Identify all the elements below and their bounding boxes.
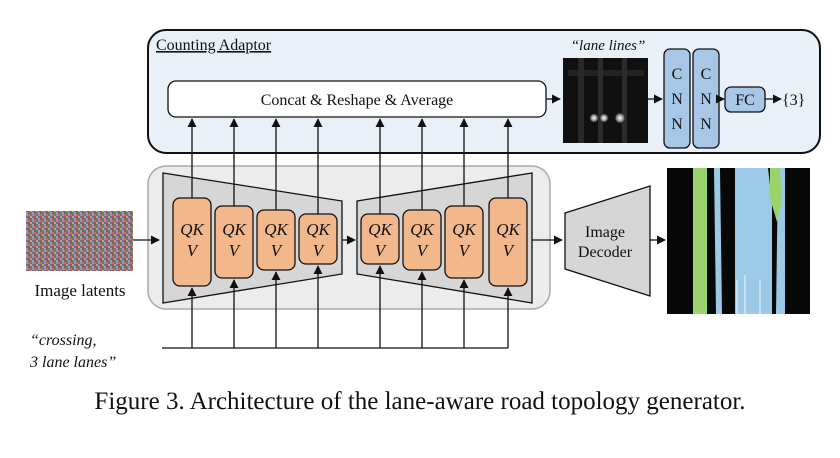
counting-adaptor-title: Counting Adaptor: [156, 37, 272, 54]
decoder-attention-block: QK V: [488, 197, 528, 287]
figure-caption: Figure 3. Architecture of the lane-aware…: [94, 388, 746, 415]
cnn-block-1-letter-3: N: [671, 116, 683, 133]
image-latents-label: Image latents: [34, 281, 125, 300]
encoder-block-4-v: V: [313, 241, 326, 260]
decoder-block-3-qk: QK: [452, 220, 477, 239]
encoder-block-4-qk: QK: [306, 220, 331, 239]
counting-adaptor: Counting Adaptor Concat & Reshape & Aver…: [147, 29, 821, 154]
encoder-block-3-qk: QK: [264, 220, 289, 239]
decoder-block-2-v: V: [417, 241, 430, 260]
encoder-attention-block: QK V: [256, 209, 296, 271]
encoder-block-1-qk: QK: [180, 220, 205, 239]
image-decoder-block: [564, 185, 651, 297]
decoder-block-1-v: V: [375, 241, 388, 260]
fc-label: FC: [735, 92, 755, 109]
decoder-block-2-qk: QK: [410, 220, 435, 239]
prompt-line-1: “crossing,: [30, 332, 97, 349]
image-decoder-label-line-1: Image: [585, 224, 625, 241]
encoder-block-3-v: V: [271, 241, 284, 260]
encoder-block-1-v: V: [187, 241, 200, 260]
count-output-label: {3}: [782, 92, 805, 109]
architecture-diagram: Counting Adaptor Concat & Reshape & Aver…: [26, 29, 821, 371]
encoder-block-2-qk: QK: [222, 220, 247, 239]
encoder-attention-block: QK V: [172, 197, 212, 287]
road-topology-output-image: [667, 168, 810, 314]
image-latents-noise: [26, 211, 133, 271]
heatmap-label: “lane lines”: [571, 38, 646, 54]
encoder-attention-block: QK V: [214, 205, 254, 279]
decoder-block-1-qk: QK: [368, 220, 393, 239]
image-decoder-label-line-2: Decoder: [578, 244, 633, 261]
attention-to-adaptor-arrows: [187, 118, 513, 214]
cnn-block-2-letter-1: C: [701, 66, 712, 83]
decoder-block-4-v: V: [503, 241, 516, 260]
decoder-block-4-qk: QK: [496, 220, 521, 239]
decoder-attention-block: QK V: [360, 213, 400, 265]
cnn-block-2-letter-2: N: [700, 91, 712, 108]
encoder-attention-block: QK V: [298, 213, 338, 265]
prompt-line-2: 3 lane lanes”: [29, 354, 116, 371]
prompt-conditioning-arrows: [162, 265, 513, 349]
encoder-block-2-v: V: [229, 241, 242, 260]
decoder-attention-block: QK V: [444, 205, 484, 279]
lane-lines-heatmap: [563, 58, 648, 143]
concat-reshape-average-label: Concat & Reshape & Average: [261, 92, 454, 109]
cnn-block-2-letter-3: N: [700, 116, 712, 133]
decoder-attention-block: QK V: [402, 209, 442, 271]
cnn-block-1: [663, 48, 691, 149]
decoder-block-3-v: V: [459, 241, 472, 260]
cnn-block-1-letter-2: N: [671, 91, 683, 108]
cnn-block-1-letter-1: C: [672, 66, 683, 83]
